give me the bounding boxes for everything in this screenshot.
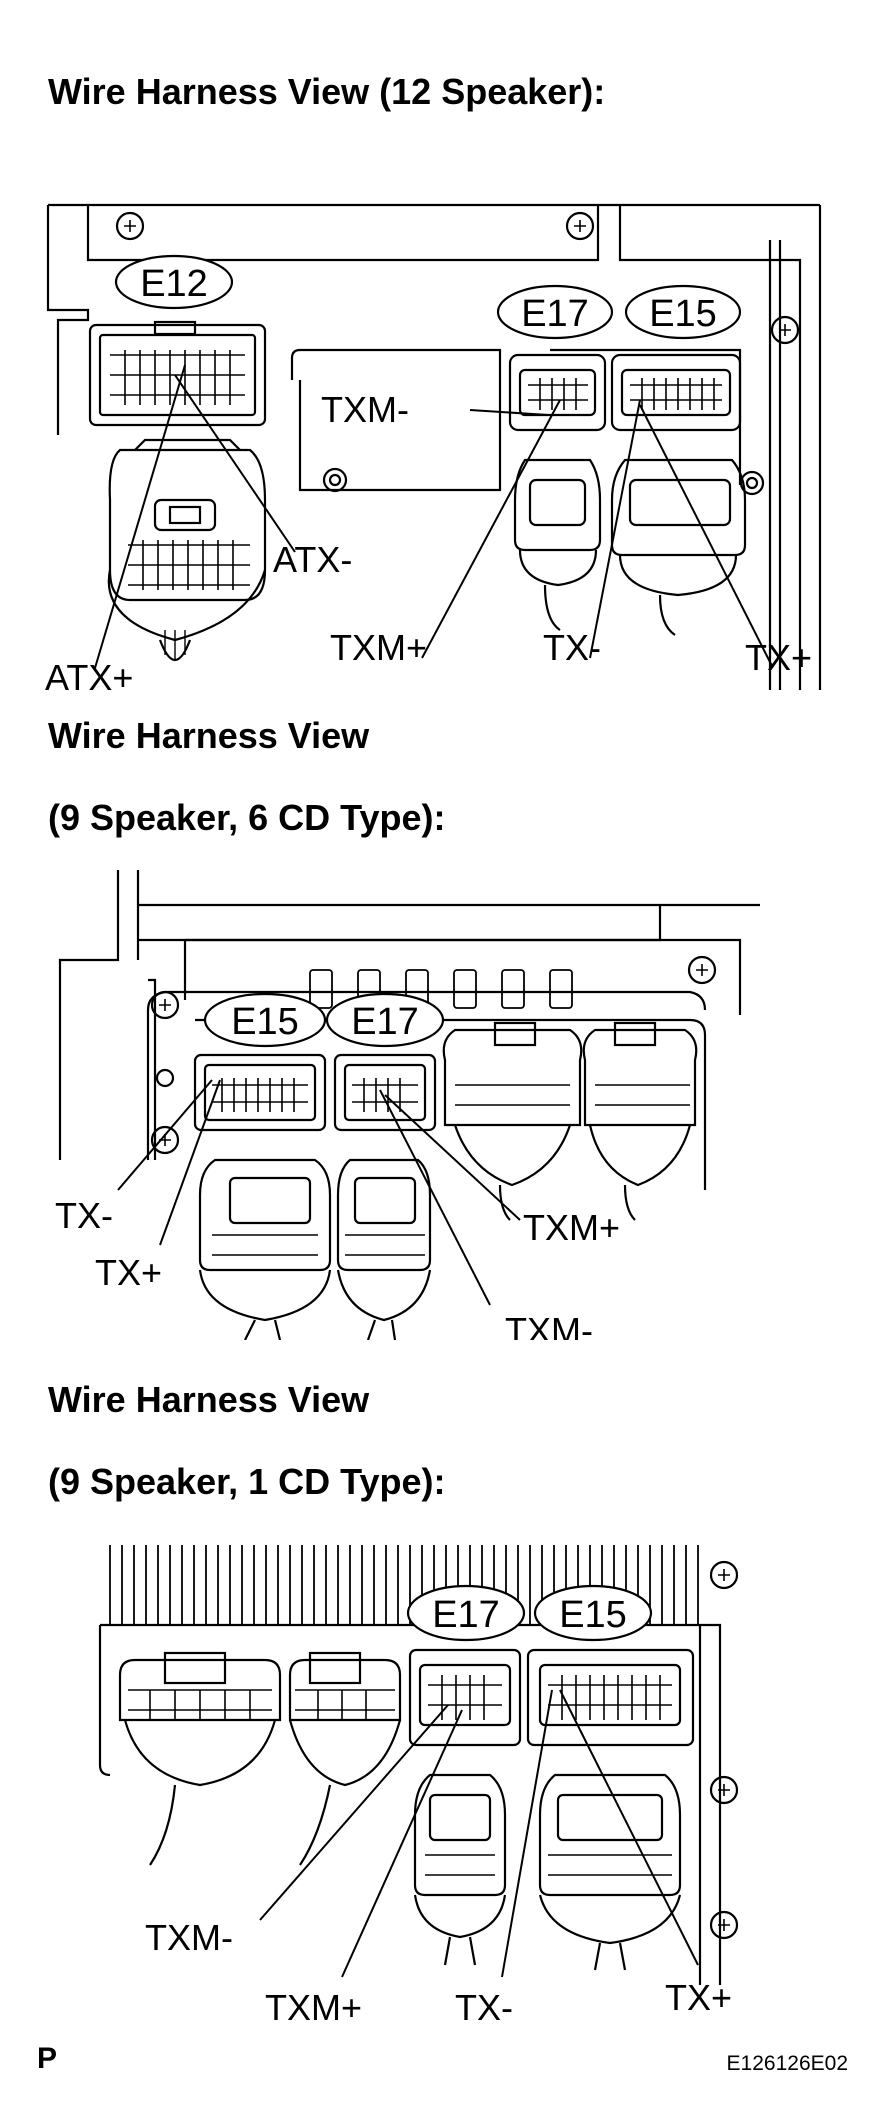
section-2-title-line-2: (9 Speaker, 6 CD Type): xyxy=(48,797,446,838)
label-txm-plus: TXM+ xyxy=(523,1207,620,1248)
label-tx-minus: TX- xyxy=(455,1987,513,2028)
e15-label-oval: E15 xyxy=(533,1584,653,1642)
other-harness-plugs xyxy=(442,1021,698,1221)
e17-label: E17 xyxy=(432,1594,500,1636)
page-letter: P xyxy=(37,2042,58,2075)
e15-harness-plug xyxy=(610,458,747,636)
e15-label: E15 xyxy=(559,1594,627,1636)
leader-lines xyxy=(94,364,773,669)
other-harness-plugs xyxy=(118,1651,402,1866)
e17-connector-socket xyxy=(408,1648,522,1747)
heat-sink-fins xyxy=(109,1545,699,1625)
label-txm-minus: TXM- xyxy=(145,1917,233,1958)
e15-connector-socket xyxy=(610,353,742,432)
e17-connector-socket xyxy=(333,1053,437,1132)
amplifier-housing xyxy=(58,870,760,1190)
e15-label-oval: E15 xyxy=(624,284,742,340)
label-tx-plus: TX+ xyxy=(665,1977,732,2018)
e12-harness-plug xyxy=(107,438,267,661)
e12-label-oval: E12 xyxy=(114,254,234,310)
e15-harness-plug xyxy=(538,1773,682,1971)
amplifier-housing xyxy=(46,203,822,690)
label-tx-minus: TX- xyxy=(55,1195,113,1236)
e17-harness-plug xyxy=(413,1773,507,1966)
e15-connector-socket xyxy=(193,1053,327,1132)
e17-label-oval: E17 xyxy=(325,992,445,1048)
e15-label: E15 xyxy=(231,1001,299,1043)
e17-connector-socket xyxy=(508,353,607,432)
label-txm-plus: TXM+ xyxy=(265,1987,362,2028)
label-txm-minus: TXM- xyxy=(321,389,409,430)
diagram-12-speaker: E12 E17 E15 TXM- ATX- ATX+ TXM+ TX- TX+ xyxy=(0,200,886,690)
diagram-9-speaker-1cd: E17 E15 TXM- TXM+ TX- TX+ xyxy=(0,1525,886,2030)
label-atx-plus: ATX+ xyxy=(45,657,133,690)
label-atx-minus: ATX- xyxy=(273,539,352,580)
label-tx-minus: TX- xyxy=(543,627,601,668)
e15-label-oval: E15 xyxy=(203,992,327,1048)
e15-harness-plug xyxy=(198,1158,332,1340)
e17-harness-plug xyxy=(513,458,602,631)
leader-lines xyxy=(259,1689,699,1978)
label-txm-plus: TXM+ xyxy=(330,627,427,668)
section-2-title-line-1: Wire Harness View xyxy=(48,715,370,756)
e17-label-oval: E17 xyxy=(496,284,614,340)
leader-lines xyxy=(117,1079,521,1306)
e15-label: E15 xyxy=(649,293,717,335)
label-tx-plus: TX+ xyxy=(745,637,812,678)
label-tx-plus: TX+ xyxy=(95,1252,162,1293)
e12-connector-socket xyxy=(88,320,267,427)
e17-label: E17 xyxy=(351,1001,419,1043)
e12-label: E12 xyxy=(140,263,208,305)
section-3-title-line-1: Wire Harness View xyxy=(48,1379,370,1420)
label-txm-minus: TXM- xyxy=(505,1310,593,1340)
e17-label: E17 xyxy=(521,293,589,335)
amplifier-housing xyxy=(98,1560,739,1985)
figure-code: E126126E02 xyxy=(726,2052,848,2075)
diagram-9-speaker-6cd: E15 E17 TX- TX+ TXM+ TXM- xyxy=(0,860,886,1340)
e17-harness-plug xyxy=(336,1158,432,1340)
section-1-title: Wire Harness View (12 Speaker): xyxy=(48,71,606,112)
e15-connector-socket xyxy=(526,1648,695,1747)
e17-label-oval: E17 xyxy=(406,1584,526,1642)
section-3-title-line-2: (9 Speaker, 1 CD Type): xyxy=(48,1461,446,1502)
